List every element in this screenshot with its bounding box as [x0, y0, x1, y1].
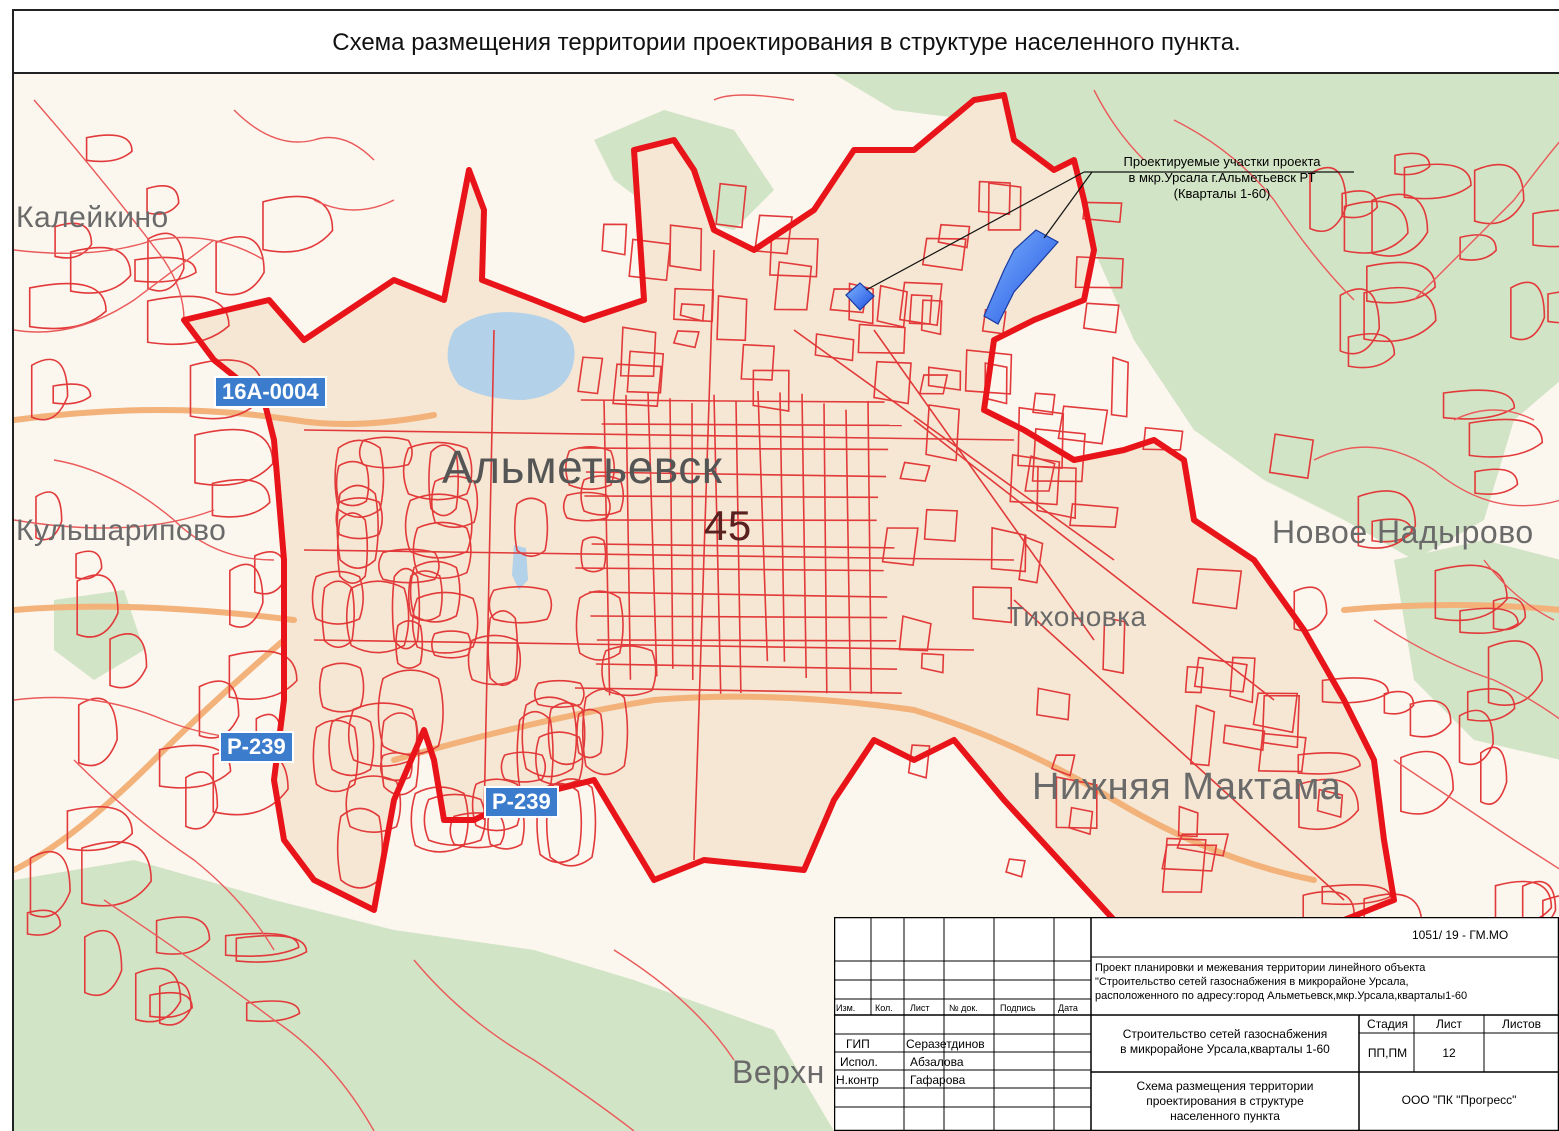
- outer-roads: [14, 89, 1559, 1131]
- organization: ООО "ПК "Прогресс": [1401, 1093, 1517, 1107]
- road-shield-p239-b: Р-239: [484, 786, 559, 818]
- role-gip: ГИП: [846, 1037, 870, 1051]
- title-frame: Схема размещения территории проектирован…: [12, 9, 1559, 74]
- project-title-line-1: Проект планировки и межевания территории…: [1095, 962, 1426, 974]
- place-label-kaleikino: Калейкино: [16, 201, 169, 234]
- district-number: 45: [704, 502, 752, 549]
- callout-line-1: Проектируемые участки проекта: [1123, 154, 1321, 169]
- road-shield-p239-a: Р-239: [219, 731, 294, 763]
- header-signature: Подпись: [1000, 1003, 1036, 1013]
- reservoir: [447, 312, 575, 400]
- callout-text: Проектируемые участки проекта в мкр.Урса…: [1072, 154, 1372, 202]
- name-nkontr: Гафарова: [910, 1073, 966, 1087]
- city-label: Альметьевск: [442, 441, 723, 493]
- place-label-kulsharipovo: Кульшарипово: [16, 514, 227, 547]
- name-gip: Серазетдинов: [906, 1037, 985, 1051]
- title-block-stamp: 1051/ 19 - ГМ.МО Проект планировки и меж…: [834, 917, 1559, 1131]
- role-nkontr: Н.контр: [836, 1073, 879, 1087]
- project-title-line-2: "Строительство сетей газоснабжения в мик…: [1095, 976, 1409, 988]
- stage-value: ПП,ПМ: [1367, 1046, 1408, 1060]
- road-shield-16a: 16А-0004: [214, 376, 327, 408]
- callout-leaders: [865, 171, 1354, 291]
- header-doc-number: № док.: [949, 1003, 978, 1013]
- header-izm: Изм.: [836, 1003, 856, 1013]
- place-label-verkhnyaya: Верхн: [732, 1054, 825, 1090]
- sheets-label: Листов: [1502, 1017, 1541, 1031]
- object-line-1: Строительство сетей газоснабжения: [1122, 1027, 1328, 1041]
- header-date: Дата: [1058, 1003, 1078, 1013]
- drawing-line-1: Схема размещения территории: [1136, 1079, 1314, 1093]
- city-boundary: [181, 92, 1397, 923]
- sheet-value: 12: [1442, 1046, 1456, 1060]
- page-title: Схема размещения территории проектирован…: [332, 29, 1241, 56]
- callout-line-2: в мкр.Урсала г.Альметьевск РТ: [1128, 170, 1316, 185]
- header-kol: Кол.: [875, 1003, 893, 1013]
- project-plot-large: [983, 229, 1059, 325]
- drawing-line-2: проектирования в структуре: [1146, 1094, 1304, 1108]
- doc-code: 1051/ 19 - ГМ.МО: [1412, 928, 1509, 942]
- drawing-line-3: населенного пункта: [1170, 1109, 1280, 1123]
- stage-label: Стадия: [1367, 1017, 1408, 1031]
- forest-areas: [14, 74, 1559, 1131]
- header-list: Лист: [910, 1003, 930, 1013]
- project-title-line-3: расположенного по адресу:город Альметьев…: [1095, 990, 1468, 1002]
- callout-line-3: (Кварталы 1-60): [1173, 186, 1271, 201]
- role-ispol: Испол.: [840, 1055, 878, 1069]
- pond: [512, 545, 528, 590]
- name-ispol: Абзалова: [910, 1055, 964, 1069]
- object-name: Строительство сетей газоснабжения в микр…: [1091, 1027, 1359, 1057]
- place-label-nizhnyaya-maktama: Нижняя Мактама: [1032, 766, 1342, 808]
- object-line-2: в микрорайоне Урсала,кварталы 1-60: [1120, 1042, 1330, 1056]
- place-label-novoe-nadyrovo: Новое Надырово: [1272, 514, 1534, 550]
- drawing-name: Схема размещения территории проектирован…: [1091, 1079, 1359, 1124]
- stamp-grid: [834, 917, 1559, 1131]
- sheet-label: Лист: [1435, 1017, 1463, 1031]
- place-label-tikhonovka: Тихоновка: [1007, 601, 1147, 632]
